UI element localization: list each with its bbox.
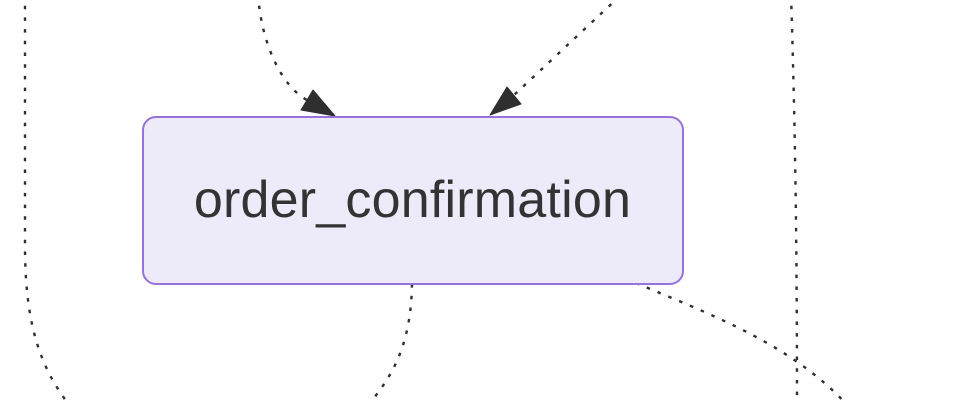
- arrowhead-right-icon: [489, 86, 522, 116]
- node-order-confirmation[interactable]: order_confirmation: [141, 115, 684, 285]
- edge-dashed-incoming-left: [257, 0, 308, 102]
- edge-dashed-outgoing-bottom-right: [635, 281, 844, 400]
- arrowhead-left-icon: [300, 89, 336, 117]
- edge-dashed-outgoing-bottom: [370, 283, 414, 400]
- edge-dashed-right-vertical: [789, 0, 799, 400]
- edge-dashed-left-vertical: [23, 0, 68, 400]
- edge-dashed-incoming-right: [512, 0, 618, 97]
- node-label: order_confirmation: [193, 171, 632, 229]
